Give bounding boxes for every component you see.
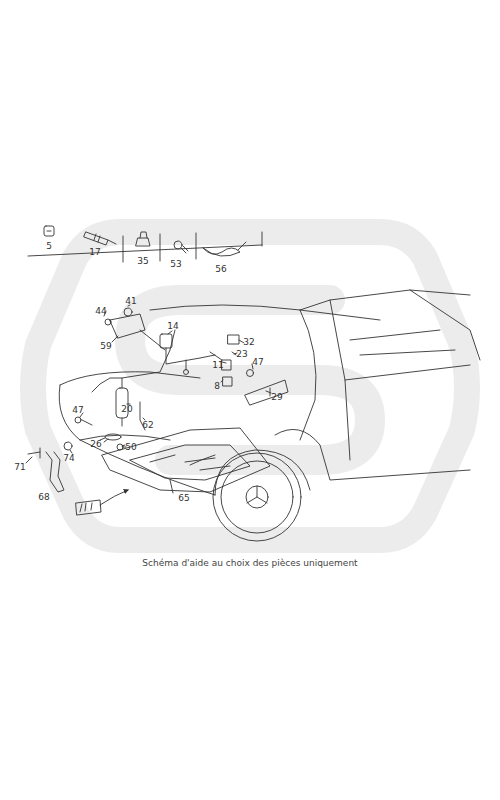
callout-number: 44 — [95, 307, 106, 316]
part-68-strap — [28, 417, 92, 492]
callout-number: 26 — [90, 440, 101, 449]
callout-number: 20 — [121, 405, 132, 414]
callout-number: 14 — [167, 322, 178, 331]
part-35 — [136, 232, 150, 246]
callout-number: 71 — [14, 463, 25, 472]
callout-number: 29 — [271, 393, 282, 402]
callout-number: 74 — [63, 454, 74, 463]
callout-number: 8 — [214, 382, 220, 391]
callout-number: 53 — [170, 260, 181, 269]
callout-number: 68 — [38, 493, 49, 502]
callout-number: 32 — [243, 338, 254, 347]
part-53 — [174, 241, 188, 253]
watermark — [33, 232, 467, 540]
sticker — [76, 490, 128, 515]
part-17 — [84, 232, 116, 245]
caption: Schéma d'aide au choix des pièces unique… — [142, 558, 357, 568]
part-5 — [44, 226, 54, 236]
callout-number: 5 — [46, 242, 52, 251]
callout-number: 17 — [89, 248, 100, 257]
strip-line — [28, 245, 262, 256]
callout-number: 56 — [215, 265, 226, 274]
car-body — [59, 290, 480, 541]
callout-number: 59 — [100, 342, 111, 351]
part-32-relay — [210, 335, 239, 370]
part-59-bracket — [105, 308, 165, 350]
part-56 — [203, 242, 246, 256]
callout-number: 47 — [252, 358, 263, 367]
part-14-connector — [160, 334, 215, 375]
part-65-tray — [102, 428, 270, 492]
part-26-50 — [104, 434, 126, 450]
callout-number: 50 — [125, 443, 136, 452]
callout-number: 11 — [212, 361, 223, 370]
arrow-65 — [190, 455, 215, 465]
callout-number: 47 — [72, 406, 83, 415]
callout-number: 23 — [236, 350, 247, 359]
callout-number: 65 — [178, 494, 189, 503]
part-29-bracket — [223, 370, 288, 406]
callout-number: 35 — [137, 257, 148, 266]
leader-lines — [26, 305, 271, 493]
callout-number: 41 — [125, 297, 136, 306]
callout-number: 62 — [142, 421, 153, 430]
part-20-pump — [92, 330, 175, 426]
